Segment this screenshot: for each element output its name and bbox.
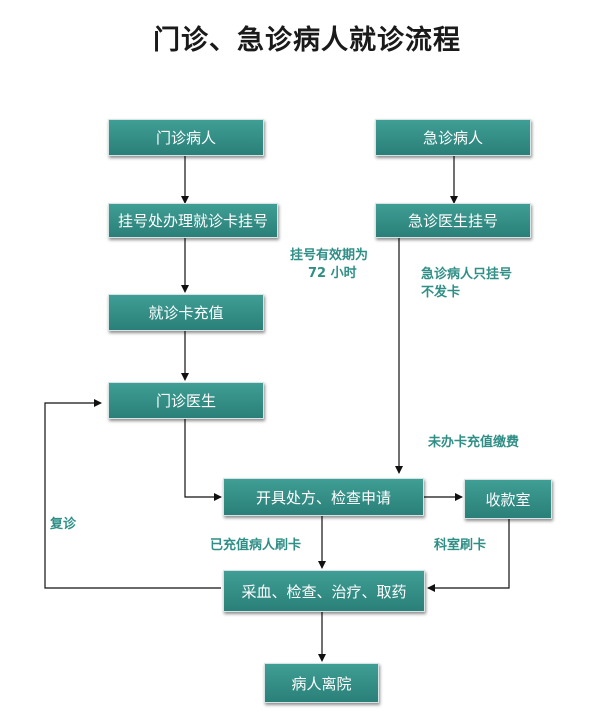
label-revisit: 复诊 (50, 517, 77, 532)
node-emergency: 急诊病人 (375, 119, 531, 156)
node-register-card: 挂号处办理就诊卡挂号 (108, 203, 278, 238)
node-discharge: 病人离院 (264, 663, 379, 703)
label-topped-up-swipe: 已充值病人刷卡 (210, 538, 302, 553)
arrow-revisit-loop (44, 399, 221, 589)
node-cashier: 收款室 (464, 479, 552, 519)
node-outpatient: 门诊病人 (108, 119, 264, 156)
label-emergency-note-line2: 不发卡 (421, 285, 461, 300)
node-treatment: 采血、检查、治疗、取药 (223, 570, 425, 612)
label-emergency-note: 急诊病人只挂号 不发卡 (421, 266, 512, 302)
node-card-topup: 就诊卡充值 (108, 294, 264, 331)
arrow-doctor-to-prescription (184, 419, 222, 501)
label-no-card-pay: 未办卡充值缴费 (428, 435, 520, 450)
label-valid-period-line2: 72 小时 (308, 266, 357, 281)
label-valid-period: 挂号有效期为 72 小时 (290, 247, 368, 283)
label-dept-swipe: 科室刷卡 (434, 538, 487, 553)
page-title: 门诊、急诊病人就诊流程 (153, 25, 461, 56)
label-emergency-note-line1: 急诊病人只挂号 (421, 267, 513, 282)
node-prescription: 开具处方、检查申请 (223, 478, 424, 516)
arrow-cashier-to-treatment (427, 519, 510, 592)
node-emergency-register: 急诊医生挂号 (375, 203, 531, 238)
label-valid-period-line1: 挂号有效期为 (290, 248, 369, 263)
node-outpatient-doctor: 门诊医生 (108, 382, 264, 419)
